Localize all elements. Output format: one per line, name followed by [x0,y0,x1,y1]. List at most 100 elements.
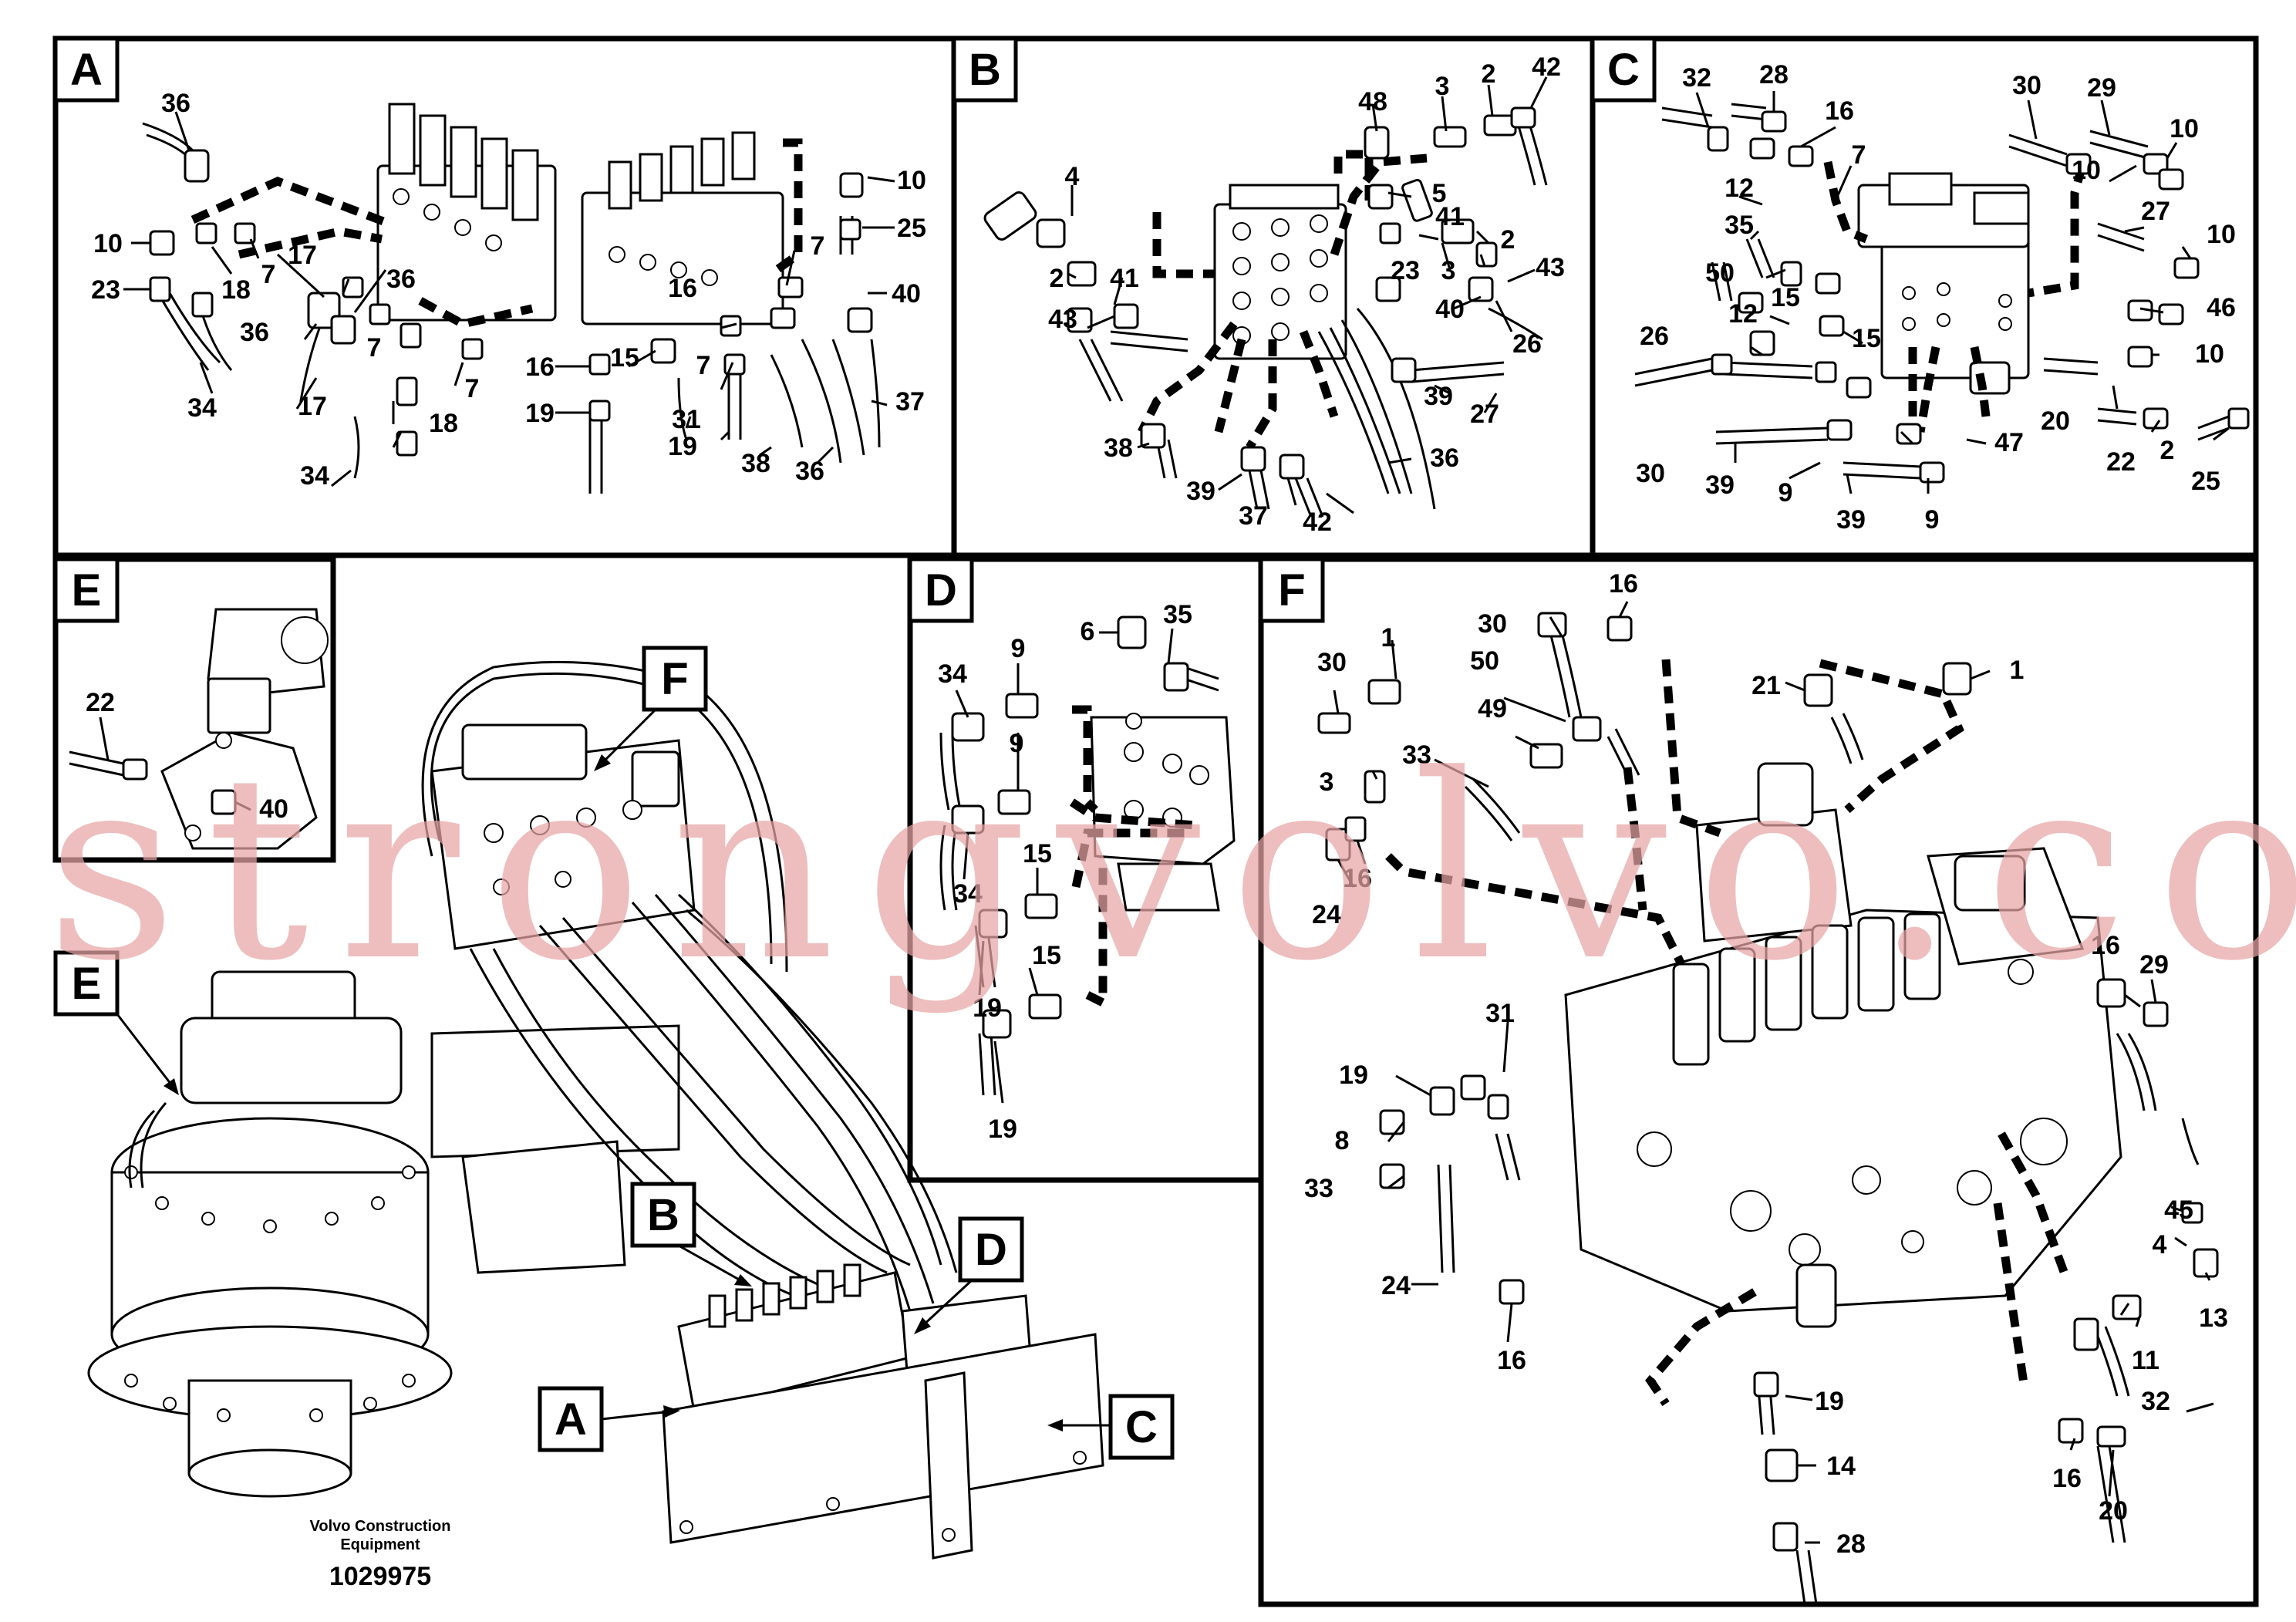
overview-callout-c: C [1047,1394,1175,1460]
callout: 32 [2141,1387,2170,1416]
callout: 17 [298,392,327,421]
callout: 26 [1512,329,1542,359]
callout: 41 [1435,202,1465,231]
callout: 10 [2195,339,2224,369]
callout: 16 [1825,96,1854,126]
svg-text:D: D [975,1225,1007,1275]
panel-e-label: E [53,557,120,623]
panel-b-drawing [983,76,1548,518]
callout: 10 [93,229,123,258]
callout: 30 [2012,71,2041,100]
callout: 10 [2072,156,2101,185]
callout: 24 [1381,1271,1411,1300]
callout: 36 [240,318,269,347]
svg-text:B: B [969,45,1001,95]
callout: 36 [386,265,416,294]
callout: 45 [2164,1195,2193,1225]
callout: 3 [1320,767,1334,797]
callout: 4 [1065,162,1080,191]
svg-text:E: E [72,959,102,1009]
callout: 12 [1725,174,1754,203]
callout: 39 [1424,382,1453,411]
callout: 47 [1994,428,2024,457]
callout: 20 [2041,406,2070,436]
panel-d-callouts: 6 35 34 9 9 34 15 19 15 19 [938,600,1192,1144]
callout: 15 [1771,283,1800,312]
overview-assembly: F E B D A C [53,646,1175,1560]
callout: 29 [2139,950,2169,980]
callout: 50 [1705,258,1735,288]
callout: 10 [897,166,926,195]
callout: 15 [1023,839,1052,868]
callout: 5 [1432,179,1447,208]
callout: 4 [2153,1230,2167,1259]
callout: 21 [1752,671,1781,700]
callout: 23 [1391,256,1420,285]
callout: 50 [1470,646,1499,676]
overview-callout-a: A [538,1386,680,1452]
callout: 18 [429,409,458,438]
callout: 31 [1485,999,1515,1028]
callout: 35 [1725,211,1754,240]
panel-f-drawing [1317,601,2219,1605]
callout: 25 [2191,467,2220,496]
callout: 9 [1925,505,1940,534]
callout: 10 [2170,114,2199,143]
callout: 40 [892,279,921,309]
panel-d-label: D [908,557,974,623]
panel-f-frame [1258,556,2259,1607]
panel-f-callouts: 30 16 1 30 21 1 50 49 3 33 16 24 16 29 3… [1304,569,2228,1559]
callout: 10 [2207,220,2236,249]
callout: 49 [1478,694,1507,723]
callout: 40 [259,794,288,824]
callout: 15 [1032,941,1061,970]
callout: 12 [1728,299,1758,329]
callout: 46 [2207,293,2236,322]
callout: 22 [2106,447,2136,477]
callout: 25 [897,214,926,243]
callout: 19 [973,993,1002,1023]
callout: 6 [1081,617,1095,646]
callout: 32 [1682,63,1711,93]
svg-text:B: B [647,1190,679,1240]
callout: 1 [1381,623,1396,653]
panel-c-callouts: 32 28 16 30 29 12 7 10 10 35 27 50 15 10… [1636,60,2236,534]
callout: 39 [1705,470,1735,500]
callout: 2 [1482,59,1496,89]
svg-text:F: F [661,654,688,704]
callout: 34 [187,393,217,423]
callout: 7 [1852,140,1866,170]
callout: 1 [2010,656,2025,685]
callout: 9 [1010,729,1024,758]
callout: 36 [161,89,190,118]
callout: 3 [1441,256,1456,285]
callout: 19 [525,399,555,428]
callout: 34 [938,659,967,689]
callout: 34 [300,461,329,491]
callout: 14 [1826,1452,1856,1481]
callout: 9 [1778,478,1793,508]
callout: 19 [668,432,697,461]
svg-text:F: F [1278,565,1305,615]
callout: 24 [1312,900,1341,929]
drawing-footer: Volvo Construction Equipment 1029975 [310,1518,451,1591]
panel-c-drawing [1634,91,2250,494]
panel-e-drawing [69,608,329,850]
callout: 40 [1435,295,1465,324]
callout: 34 [953,879,983,909]
callout: 13 [2199,1303,2228,1333]
panel-a-drawing [123,103,895,494]
callout: 2 [1050,264,1064,293]
callout: 15 [1852,324,1881,353]
callout: 16 [1609,569,1638,599]
callout: 16 [2052,1464,2082,1493]
callout: 43 [1048,305,1077,334]
callout: 37 [895,387,925,416]
company-name-line1: Volvo Construction [310,1518,451,1535]
svg-text:C: C [1607,45,1640,95]
callout: 7 [696,351,711,380]
callout: 29 [2087,73,2116,103]
callout: 27 [1470,400,1499,429]
callout: 22 [86,688,115,717]
